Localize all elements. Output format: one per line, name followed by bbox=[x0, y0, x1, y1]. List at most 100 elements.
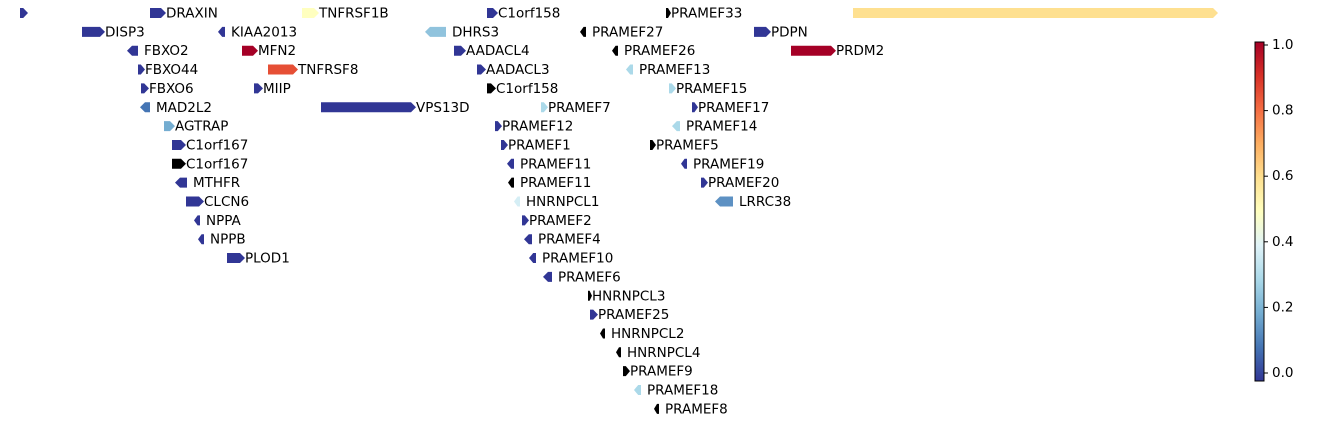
colorbar: 0.00.20.40.60.81.0 bbox=[1254, 37, 1293, 382]
gene-arrow-forward bbox=[321, 102, 416, 113]
gene-arrow-forward bbox=[853, 8, 1218, 18]
gene: NPPB bbox=[198, 232, 246, 248]
gene-arrow-forward bbox=[669, 83, 676, 94]
gene-arrow-forward bbox=[186, 196, 204, 207]
gene: PRAMEF10 bbox=[529, 251, 613, 267]
gene: PRAMEF5 bbox=[650, 137, 719, 153]
gene-arrow-reverse bbox=[218, 26, 225, 37]
gene: TNFRSF1B bbox=[302, 6, 389, 22]
gene-label: NPPB bbox=[210, 232, 246, 248]
gene: PRAMEF25 bbox=[590, 307, 669, 323]
gene: PRAMEF14 bbox=[672, 119, 757, 135]
gene: PRAMEF18 bbox=[634, 383, 718, 399]
gene-arrow-forward bbox=[522, 215, 529, 226]
gene-label: C1orf158 bbox=[498, 6, 560, 22]
gene: C1orf167 bbox=[172, 137, 248, 153]
gene-arrow-reverse bbox=[425, 26, 446, 37]
gene-arrow-forward bbox=[487, 8, 498, 18]
gene-arrow-reverse bbox=[529, 253, 536, 264]
gene: TNFRSF8 bbox=[268, 62, 358, 78]
gene-label: PDPN bbox=[771, 24, 808, 40]
gene-arrow-forward bbox=[141, 83, 149, 94]
gene: HNRNPCL2 bbox=[600, 326, 684, 342]
gene bbox=[853, 8, 1218, 18]
gene: C1orf167 bbox=[172, 156, 248, 172]
gene-arrow-forward bbox=[495, 121, 502, 132]
gene-label: PRAMEF15 bbox=[676, 81, 747, 97]
gene-label: MFN2 bbox=[258, 43, 296, 59]
colorbar-tick-label: 0.8 bbox=[1272, 103, 1293, 119]
gene-label: PRAMEF1 bbox=[508, 137, 571, 153]
gene-label: KIAA2013 bbox=[231, 24, 297, 40]
gene-label: PRAMEF2 bbox=[529, 213, 592, 229]
gene-arrow-forward bbox=[227, 253, 245, 264]
gene-arrow-forward bbox=[666, 8, 671, 18]
gene-arrow-forward bbox=[454, 45, 466, 56]
gene-label: PRAMEF13 bbox=[639, 62, 710, 78]
gene-label: PRAMEF5 bbox=[656, 137, 719, 153]
gene: DRAXIN bbox=[150, 6, 218, 22]
gene-arrow-forward bbox=[487, 83, 496, 94]
gene-arrow-reverse bbox=[672, 121, 680, 132]
gene-arrow-forward bbox=[20, 8, 28, 18]
colorbar-tick-label: 1.0 bbox=[1272, 37, 1293, 53]
gene-label: MAD2L2 bbox=[156, 100, 212, 116]
gene-arrow-forward bbox=[541, 102, 548, 113]
gene-label: PRAMEF14 bbox=[686, 119, 757, 135]
gene-arrow-reverse bbox=[600, 328, 605, 339]
gene-arrow-forward bbox=[501, 139, 508, 150]
gene-arrow-reverse bbox=[580, 26, 586, 37]
gene: PRAMEF12 bbox=[495, 119, 573, 135]
gene-arrow-forward bbox=[650, 139, 656, 150]
gene-label: C1orf167 bbox=[186, 137, 248, 153]
gene-label: NPPA bbox=[206, 213, 242, 229]
gene: DISP3 bbox=[82, 24, 145, 40]
gene-arrow-reverse bbox=[626, 64, 633, 75]
gene-label: CLCN6 bbox=[204, 194, 249, 210]
gene-label: PRAMEF25 bbox=[598, 307, 669, 323]
gene-arrow-reverse bbox=[507, 158, 514, 169]
gene: AADACL3 bbox=[477, 62, 550, 78]
gene: C1orf158 bbox=[487, 6, 560, 22]
gene-arrow-reverse bbox=[198, 234, 204, 245]
gene-label: PRAMEF11 bbox=[520, 156, 591, 172]
gene: PLOD1 bbox=[227, 251, 290, 267]
gene-label: DRAXIN bbox=[166, 6, 218, 22]
gene-arrow-forward bbox=[692, 102, 698, 113]
gene: PRAMEF2 bbox=[522, 213, 592, 229]
gene-arrow-forward bbox=[164, 121, 175, 132]
gene: PRAMEF13 bbox=[626, 62, 710, 78]
gene-arrow-reverse bbox=[634, 385, 641, 395]
gene: PRAMEF17 bbox=[692, 100, 769, 116]
gene: MIIP bbox=[254, 81, 291, 97]
gene-label: PRAMEF9 bbox=[630, 364, 693, 380]
gene: AGTRAP bbox=[164, 119, 228, 135]
colorbar-tick-label: 0.4 bbox=[1272, 234, 1293, 250]
gene-arrow-forward bbox=[754, 26, 771, 37]
gene-label: MIIP bbox=[263, 81, 291, 97]
gene-label: AADACL4 bbox=[466, 43, 530, 59]
gene-arrow-forward bbox=[82, 26, 105, 37]
gene: PRAMEF8 bbox=[654, 401, 728, 417]
gene: PRAMEF1 bbox=[501, 137, 571, 153]
colorbar-tick-label: 0.6 bbox=[1272, 168, 1293, 184]
gene-arrow-forward bbox=[588, 290, 592, 301]
gene: LRRC38 bbox=[715, 194, 791, 210]
gene: HNRNPCL1 bbox=[514, 194, 599, 210]
gene-label: PRAMEF7 bbox=[548, 100, 611, 116]
gene-label: PRAMEF12 bbox=[502, 119, 573, 135]
gene-label: HNRNPCL3 bbox=[592, 288, 665, 304]
gene-label: PRAMEF8 bbox=[665, 401, 728, 417]
gene: PRAMEF7 bbox=[541, 100, 611, 116]
gene-label: PRAMEF17 bbox=[698, 100, 769, 116]
gene-label: TNFRSF8 bbox=[297, 62, 358, 78]
gene-label: PRAMEF20 bbox=[708, 175, 779, 191]
gene: PRDM2 bbox=[791, 43, 884, 59]
gene: MTHFR bbox=[175, 175, 240, 191]
gene: HNRNPCL4 bbox=[616, 345, 700, 361]
gene-arrow-reverse bbox=[543, 271, 552, 282]
gene-label: HNRNPCL2 bbox=[611, 326, 684, 342]
gene-arrow-reverse bbox=[715, 196, 733, 207]
